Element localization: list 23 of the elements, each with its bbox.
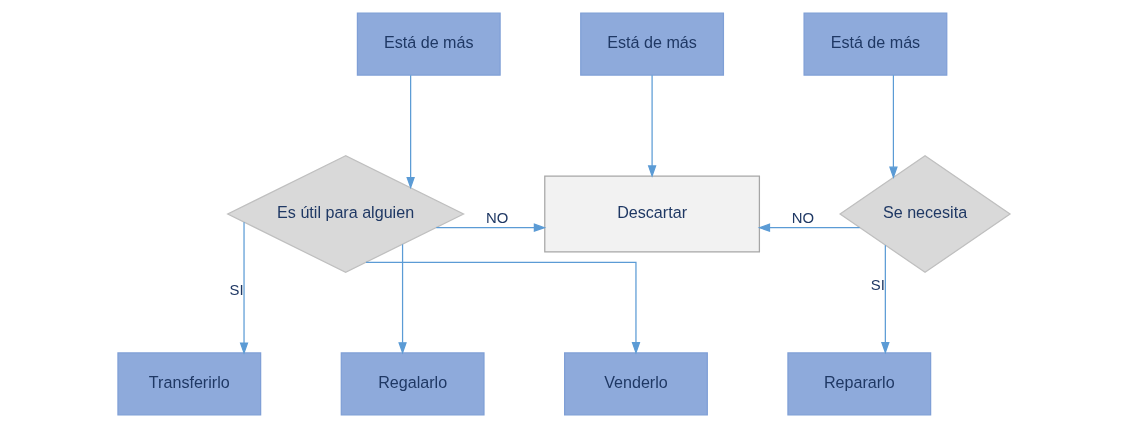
edge-label: SI xyxy=(229,281,244,298)
node-diamond: Es útil para alguien xyxy=(225,155,465,273)
arrow xyxy=(405,74,415,190)
node-box: Repararlo xyxy=(786,352,931,416)
node-box: Descartar xyxy=(543,175,760,253)
node-box: Está de más xyxy=(356,12,501,76)
arrow xyxy=(647,74,656,178)
node-box: Está de más xyxy=(802,12,947,76)
arrow xyxy=(435,223,546,232)
node-box: Venderlo xyxy=(563,352,708,416)
arrow xyxy=(757,223,860,232)
arrow xyxy=(880,244,890,355)
edge-label: NO xyxy=(791,210,814,227)
arrow xyxy=(397,243,407,355)
arrow xyxy=(364,261,640,355)
node-box: Regalarlo xyxy=(340,352,485,416)
node-box: Transferirlo xyxy=(116,352,261,416)
node-diamond: Se necesita xyxy=(838,154,1011,274)
edge-label: NO xyxy=(485,210,508,227)
arrow xyxy=(888,74,898,179)
arrow xyxy=(239,221,248,355)
node-box: Está de más xyxy=(579,12,724,76)
edge-label: SI xyxy=(870,276,885,293)
